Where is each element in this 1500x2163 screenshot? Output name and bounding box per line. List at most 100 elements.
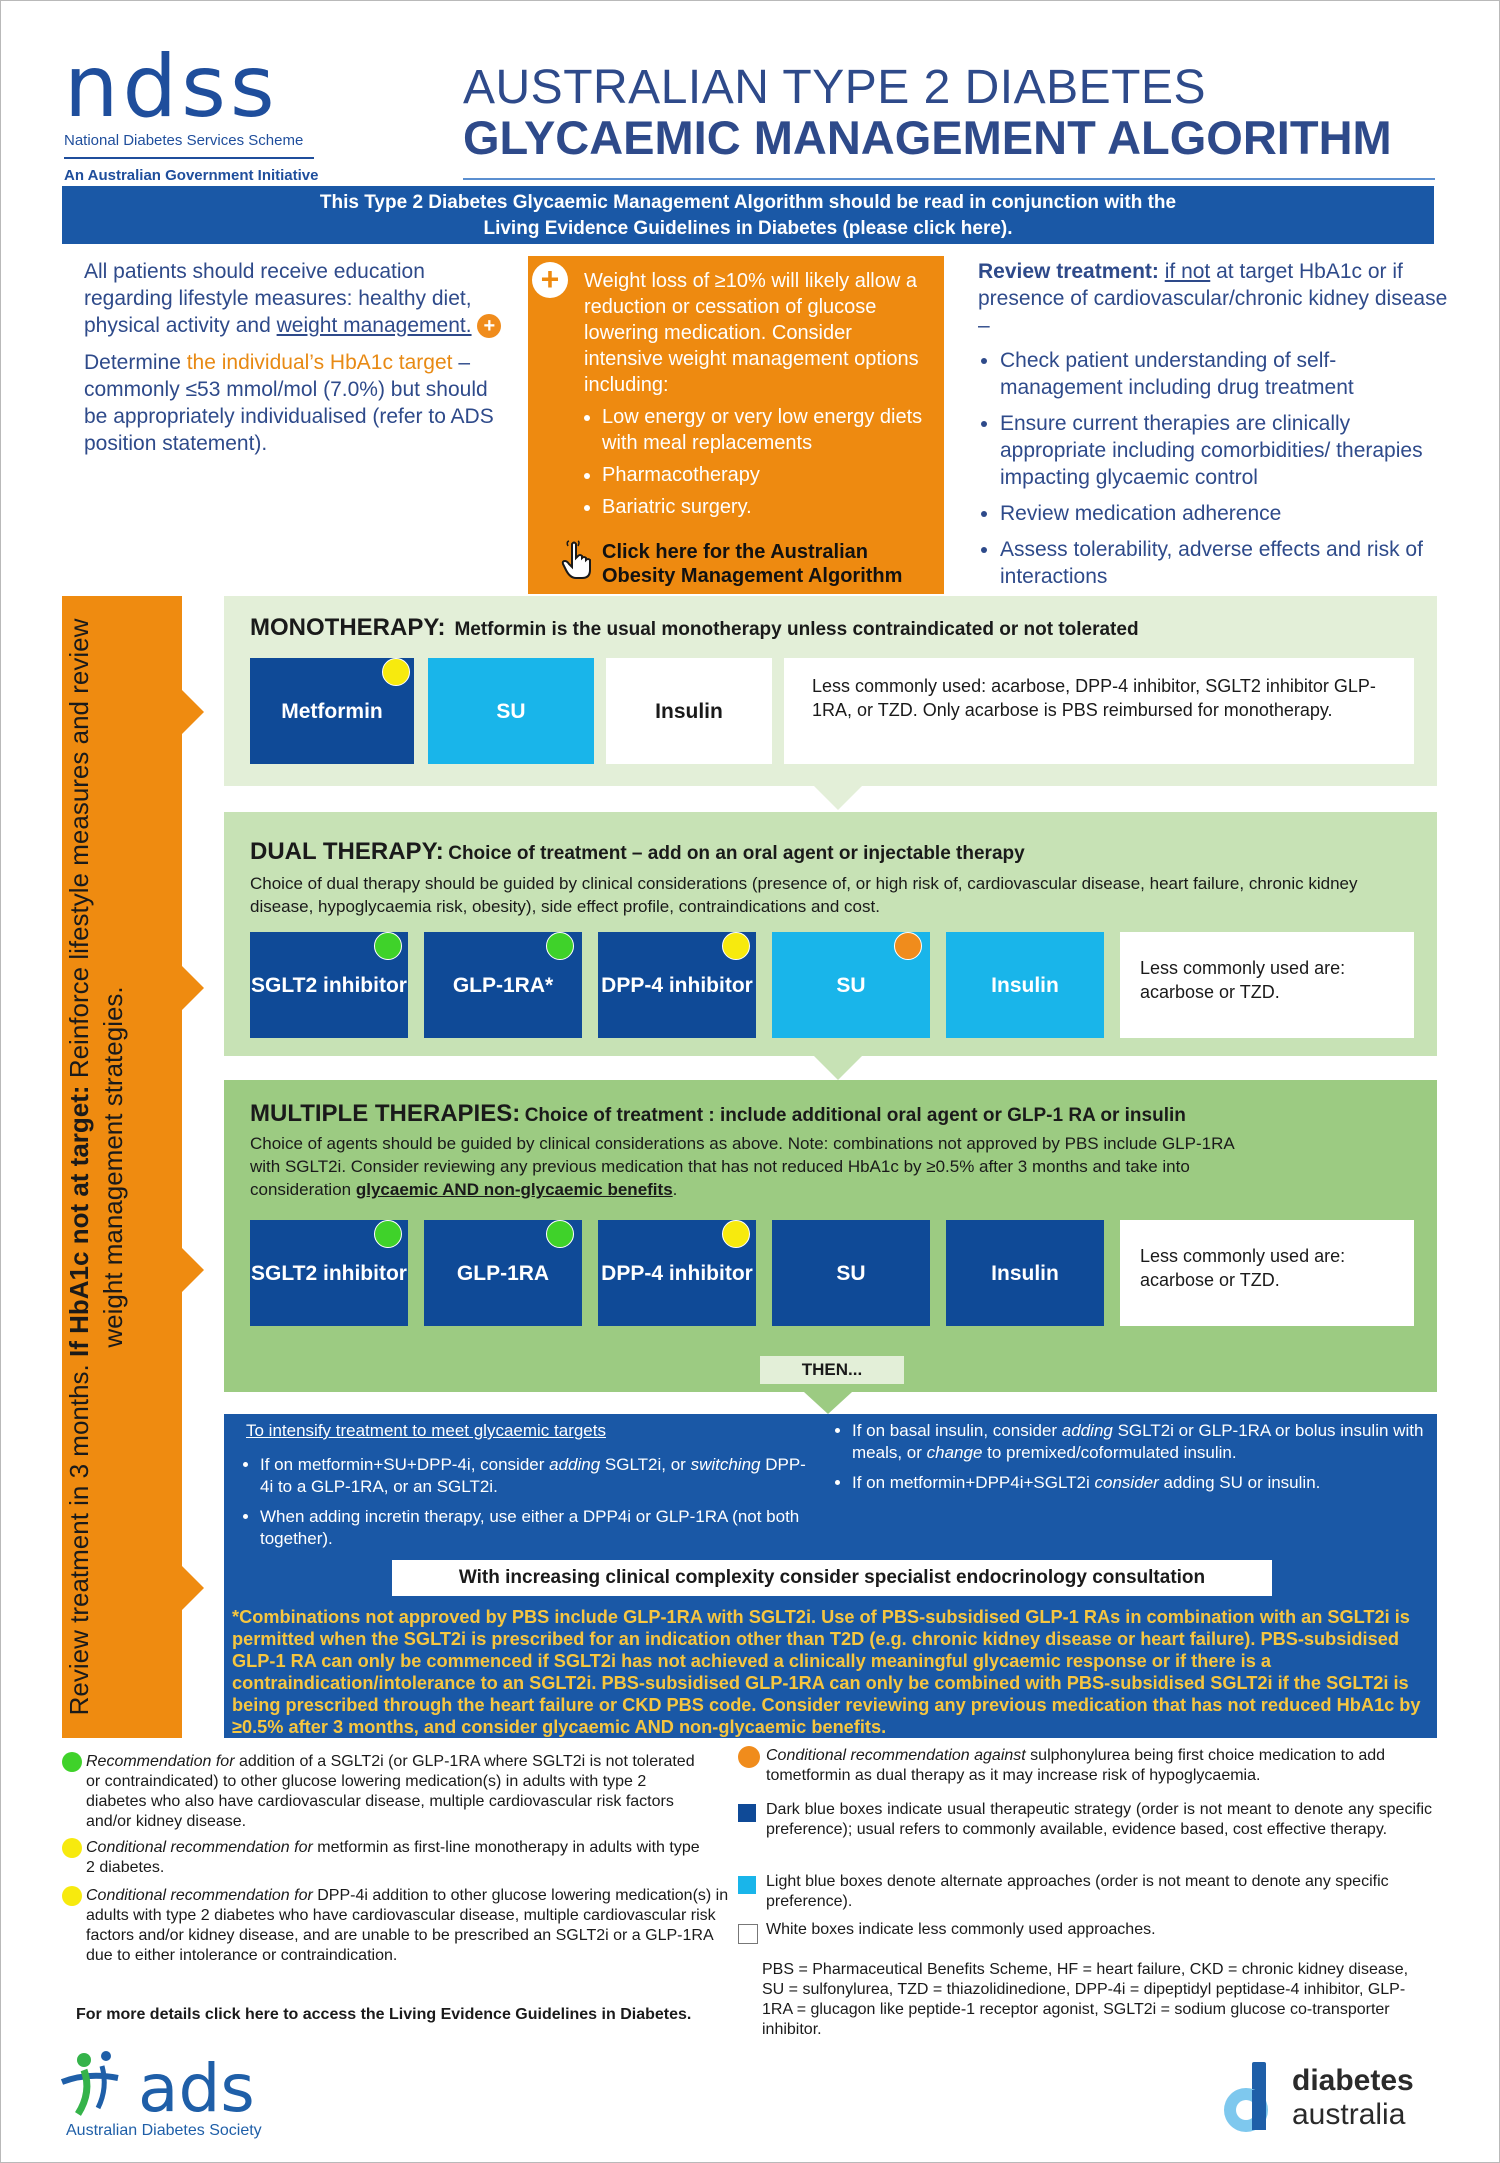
review-item: Check patient understanding of self-mana… bbox=[1000, 347, 1448, 401]
obesity-algorithm-link[interactable]: Click here for the Australian Obesity Ma… bbox=[560, 540, 944, 588]
plus-icon: + bbox=[477, 314, 502, 339]
multiple-therapies-desc: Choice of agents should be guided by cli… bbox=[250, 1132, 1250, 1201]
legend-light-text: Light blue boxes denote alternate approa… bbox=[766, 1873, 1389, 1910]
diabetes-australia-mark-icon bbox=[1224, 2062, 1268, 2132]
diabetes-australia-line2: australia bbox=[1292, 2098, 1406, 2131]
ndss-logo-wordmark: ndss bbox=[64, 37, 279, 137]
multiple-therapies-heading: MULTIPLE THERAPIES: bbox=[250, 1100, 521, 1127]
intensify-italic: change bbox=[926, 1443, 983, 1462]
dark-blue-square-icon bbox=[738, 1804, 756, 1822]
yellow-dot-icon bbox=[62, 1886, 82, 1906]
legend-green: Recommendation for addition of a SGLT2i … bbox=[62, 1752, 702, 1832]
legend-orange-text: sulphonylurea being first choice medicat… bbox=[766, 1747, 1386, 1784]
intensify-item: If on metformin+DPP4i+SGLT2i consider ad… bbox=[852, 1472, 1428, 1494]
intensify-italic: consider bbox=[1094, 1473, 1159, 1492]
legend-yellow-metformin: Conditional recommendation for metformin… bbox=[62, 1838, 702, 1878]
dual-therapy-subtitle: Choice of treatment – add on an oral age… bbox=[448, 843, 1025, 864]
sidebar-arrow bbox=[182, 1248, 204, 1292]
orange-recommendation-dot bbox=[894, 932, 922, 960]
green-recommendation-dot bbox=[374, 1220, 402, 1248]
abbreviations: PBS = Pharmaceutical Benefits Scheme, HF… bbox=[762, 1961, 1409, 2038]
monotherapy-title: MONOTHERAPY: Metformin is the usual mono… bbox=[250, 614, 1139, 642]
intensify-text: If on metformin+SU+DPP-4i, consider bbox=[260, 1455, 550, 1474]
review-lead-rest: at target HbA1c or if presence of cardio… bbox=[978, 260, 1448, 337]
green-dot-icon bbox=[62, 1752, 82, 1772]
sidebar-text: Review treatment in 3 months. If HbA1c n… bbox=[62, 597, 182, 1737]
then-label: THEN... bbox=[760, 1356, 904, 1384]
legend-yellow1-italic: Conditional recommendation for bbox=[86, 1839, 313, 1856]
lifestyle-text-a: All patients should receive education re… bbox=[84, 260, 472, 337]
intensify-italic: switching bbox=[690, 1455, 761, 1474]
flow-arrow-down bbox=[814, 1056, 862, 1080]
multiple-therapies-note: Less commonly used are: acarbose or TZD. bbox=[1120, 1220, 1414, 1326]
green-recommendation-dot bbox=[546, 1220, 574, 1248]
monotherapy-panel: MONOTHERAPY: Metformin is the usual mono… bbox=[224, 596, 1437, 786]
intensify-text: adding SU or insulin. bbox=[1158, 1473, 1321, 1492]
legend-white-text: White boxes indicate less commonly used … bbox=[766, 1921, 1156, 1938]
multi-desc-benefits: glycaemic AND non-glycaemic benefits bbox=[355, 1180, 673, 1199]
review-lead: Review treatment: if not at target HbA1c… bbox=[978, 258, 1448, 339]
pbs-combination-note: *Combinations not approved by PBS includ… bbox=[232, 1607, 1421, 1737]
intensify-text: SGLT2i or GLP-1RA or bolus insulin with … bbox=[852, 1421, 1424, 1462]
multi-desc-a: Choice of agents should be guided by cli… bbox=[250, 1134, 1234, 1199]
legend-white: White boxes indicate less commonly used … bbox=[738, 1920, 1432, 1944]
intensify-italic: adding bbox=[549, 1455, 601, 1474]
sidebar-text-bold: If HbA1c not at target: bbox=[64, 1085, 94, 1357]
sidebar-arrow bbox=[182, 690, 204, 734]
banner-line1: This Type 2 Diabetes Glycaemic Managemen… bbox=[319, 192, 1177, 213]
guidelines-banner-link[interactable]: This Type 2 Diabetes Glycaemic Managemen… bbox=[62, 186, 1434, 244]
sidebar-text-pre: Review treatment in 3 months. bbox=[64, 1356, 94, 1716]
review-item: Review medication adherence bbox=[1000, 500, 1448, 527]
intensify-text: If on basal insulin, consider bbox=[852, 1421, 1062, 1440]
ads-subtitle: Australian Diabetes Society bbox=[66, 2122, 262, 2139]
legend-orange: Conditional recommendation against sulph… bbox=[738, 1746, 1438, 1786]
legend-orange-italic: Conditional recommendation against bbox=[766, 1747, 1026, 1764]
legend-yellow1-text: metformin as first-line monotherapy in a… bbox=[86, 1839, 700, 1876]
yellow-recommendation-dot bbox=[722, 932, 750, 960]
diabetes-australia-line1: diabetes bbox=[1292, 2064, 1414, 2097]
ndss-logo-tagline: An Australian Government Initiative bbox=[64, 167, 319, 184]
ads-logo: ads Australian Diabetes Society bbox=[58, 2048, 318, 2148]
intensify-right: If on basal insulin, consider adding SGL… bbox=[838, 1420, 1428, 1502]
legend-green-text: addition of a SGLT2i (or GLP-1RA where S… bbox=[86, 1753, 695, 1830]
drug-box-insulin: Insulin bbox=[946, 932, 1104, 1038]
green-recommendation-dot bbox=[546, 932, 574, 960]
intensify-left-list: If on metformin+SU+DPP-4i, consider addi… bbox=[246, 1454, 806, 1550]
drug-box-su: SU bbox=[428, 658, 594, 764]
title-divider bbox=[463, 178, 1435, 180]
living-guidelines-link[interactable]: For more details click here to access th… bbox=[76, 2006, 692, 2023]
weight-option-item: Pharmacotherapy bbox=[602, 462, 934, 488]
orange-dot-icon bbox=[738, 1746, 760, 1768]
ndss-logo: ndss National Diabetes Services Scheme A… bbox=[64, 37, 324, 184]
multi-desc-c: . bbox=[672, 1180, 678, 1199]
legend-dark-text: Dark blue boxes indicate usual therapeut… bbox=[766, 1801, 1432, 1838]
legend-light-blue: Light blue boxes denote alternate approa… bbox=[738, 1872, 1432, 1912]
sidebar-arrow bbox=[182, 1566, 204, 1610]
page-title-line1: AUSTRALIAN TYPE 2 DIABETES bbox=[463, 61, 1207, 114]
banner-line2: Living Evidence Guidelines in Diabetes (… bbox=[483, 218, 1013, 239]
review-if-not-link[interactable]: if not bbox=[1164, 260, 1211, 283]
weight-option-item: Bariatric surgery. bbox=[602, 494, 934, 520]
legend-green-italic: Recommendation for bbox=[86, 1753, 235, 1770]
ndss-logo-subtitle: National Diabetes Services Scheme bbox=[64, 132, 314, 159]
monotherapy-subtitle: Metformin is the usual monotherapy unles… bbox=[454, 619, 1139, 640]
yellow-dot-icon bbox=[62, 1838, 82, 1858]
hba1c-target-text: Determine the individual’s HbA1c target … bbox=[84, 349, 514, 457]
intensify-text: to premixed/coformulated insulin. bbox=[982, 1443, 1237, 1462]
lifestyle-text: All patients should receive education re… bbox=[84, 258, 514, 339]
diabetes-australia-logo: diabetes australia bbox=[1216, 2060, 1456, 2140]
legend-dark-blue: Dark blue boxes indicate usual therapeut… bbox=[738, 1800, 1432, 1840]
intensify-left: To intensify treatment to meet glycaemic… bbox=[246, 1420, 806, 1558]
monotherapy-heading: MONOTHERAPY: bbox=[250, 614, 446, 641]
weight-option-item: Low energy or very low energy diets with… bbox=[602, 404, 934, 456]
ads-wordmark: ads bbox=[138, 2050, 255, 2127]
dual-therapy-title: DUAL THERAPY: Choice of treatment – add … bbox=[250, 838, 1025, 866]
weight-management-link[interactable]: weight management. bbox=[276, 314, 472, 337]
review-item: Ensure current therapies are clinically … bbox=[1000, 410, 1448, 491]
light-blue-square-icon bbox=[738, 1876, 756, 1894]
plus-circle-icon: + bbox=[532, 262, 568, 298]
intensify-text: SGLT2i, or bbox=[600, 1455, 691, 1474]
review-lead-bold: Review treatment: bbox=[978, 260, 1159, 283]
monotherapy-note: Less commonly used: acarbose, DPP-4 inhi… bbox=[784, 658, 1414, 764]
lifestyle-intro: All patients should receive education re… bbox=[84, 258, 514, 457]
